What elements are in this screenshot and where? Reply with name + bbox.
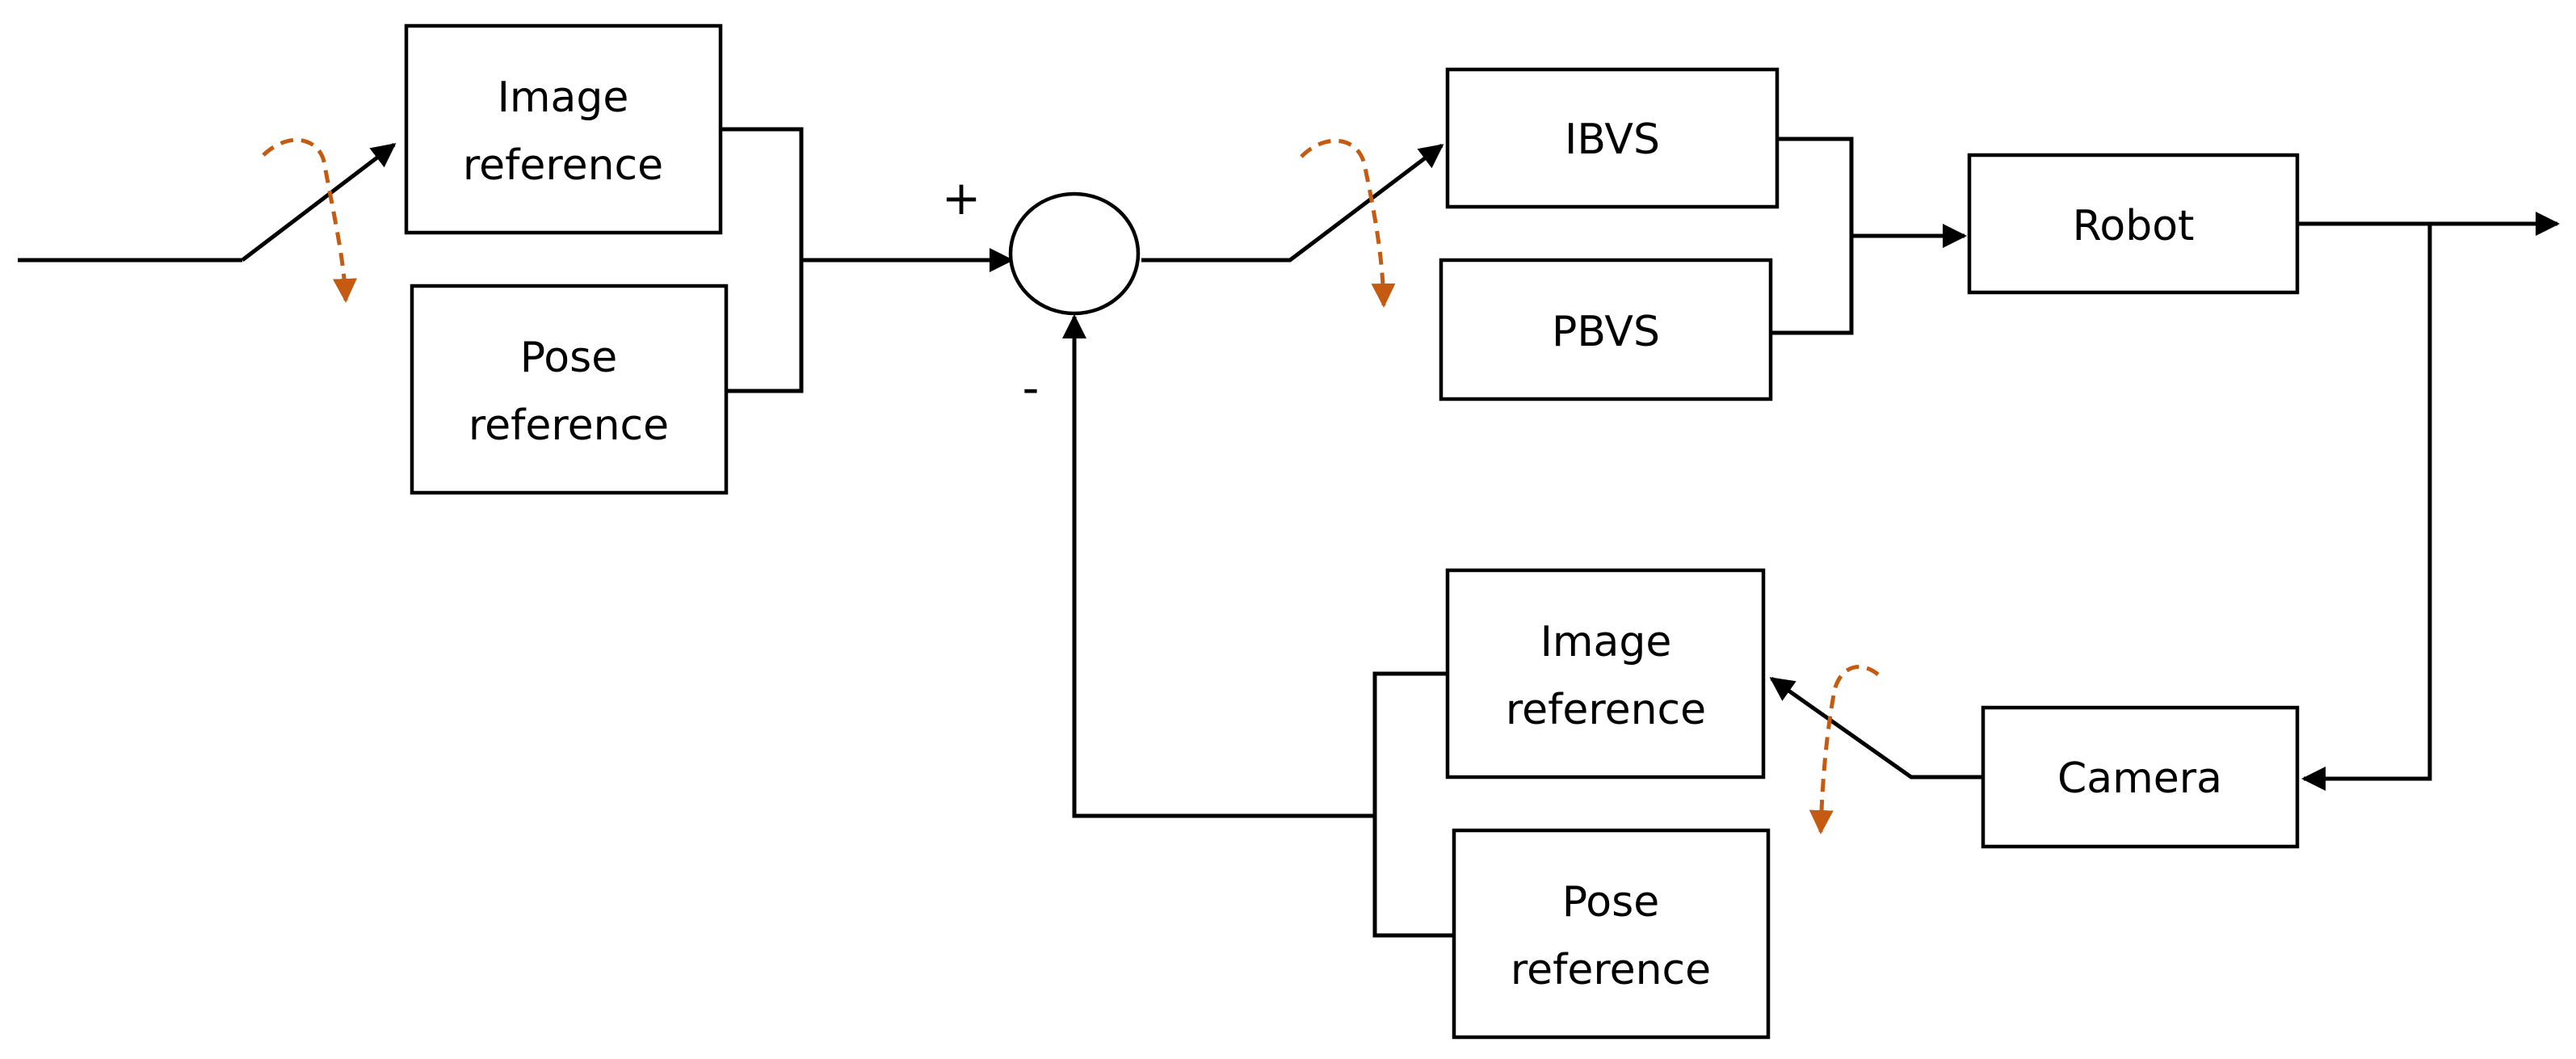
robot-label: Robot: [2073, 202, 2195, 250]
pose-reference-block-bottom: Pose reference: [1452, 828, 1771, 1040]
ibvs-block: IBVS: [1445, 67, 1780, 209]
ibvs-label: IBVS: [1565, 116, 1660, 164]
image-reference-top-line2: reference: [463, 141, 663, 190]
pbvs-label: PBVS: [1552, 308, 1660, 356]
pose-reference-bottom-line1: Pose: [1562, 878, 1659, 927]
image-reference-block-bottom: Image reference: [1445, 568, 1766, 780]
reference-switch-indicator: [262, 137, 357, 303]
feedback-to-camera-line: [2301, 224, 2432, 791]
image-reference-top-line1: Image: [498, 74, 629, 122]
camera-block: Camera: [1981, 705, 2300, 849]
camera-label: Camera: [2057, 754, 2222, 803]
feedback-merge-lines: [1062, 314, 1454, 938]
image-reference-bottom-line2: reference: [1506, 686, 1706, 734]
pose-reference-bottom-line2: reference: [1511, 946, 1711, 994]
robot-block: Robot: [1967, 153, 2300, 295]
controller-selector-switch[interactable]: [1141, 138, 1444, 308]
pbvs-block: PBVS: [1439, 258, 1773, 401]
pose-reference-top-line2: reference: [469, 401, 669, 450]
image-reference-block-top: Image reference: [404, 23, 723, 235]
feedback-selector-switch[interactable]: [1769, 665, 1983, 834]
feedback-switch-indicator: [1809, 665, 1880, 834]
reference-selector-switch[interactable]: [241, 137, 397, 303]
controller-merge-lines: [1771, 137, 1967, 335]
pose-reference-block-top: Pose reference: [410, 284, 729, 495]
reference-merge-lines: [721, 127, 1014, 393]
controller-switch-indicator: [1300, 138, 1396, 308]
summing-junction: + -: [942, 170, 1141, 415]
minus-sign: -: [1023, 360, 1040, 415]
image-reference-bottom-line1: Image: [1540, 618, 1672, 666]
plus-sign: +: [942, 170, 981, 225]
pose-reference-top-line1: Pose: [520, 334, 617, 382]
